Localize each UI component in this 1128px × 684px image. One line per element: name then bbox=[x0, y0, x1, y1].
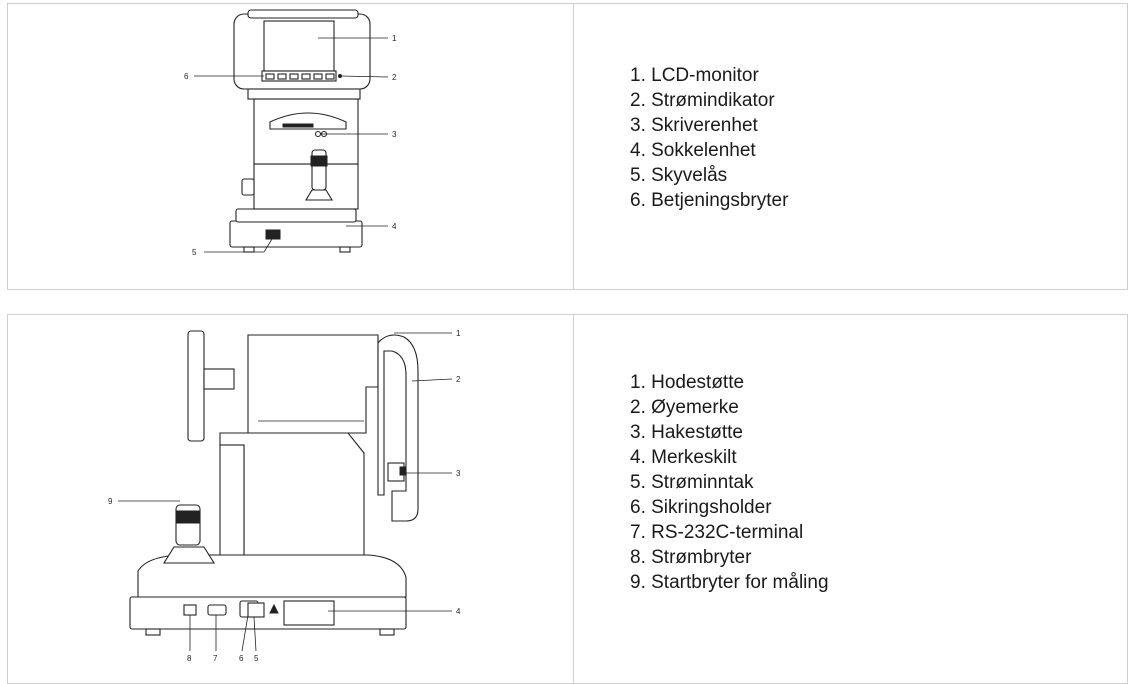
side-callout-5: 5 bbox=[254, 654, 259, 663]
lcd-screen bbox=[263, 20, 335, 72]
legend-item: 2. Øyemerke bbox=[630, 397, 739, 418]
side-view-diagram: 1 2 3 4 5 6 7 8 9 bbox=[8, 315, 573, 683]
side-callout-9: 9 bbox=[108, 497, 113, 506]
upper-housing bbox=[247, 334, 379, 434]
legend-item: 7. RS-232C-terminal bbox=[630, 522, 804, 543]
legend-item: 4. Merkeskilt bbox=[630, 447, 737, 468]
operation-button-2 bbox=[277, 73, 287, 80]
legend-item: 3. Hakestøtte bbox=[630, 422, 743, 443]
operation-button-4 bbox=[301, 73, 311, 80]
headrest-frame bbox=[377, 334, 419, 522]
side-callout-3: 3 bbox=[456, 469, 461, 478]
side-foot-right bbox=[379, 628, 395, 636]
side-callout-7: 7 bbox=[213, 654, 218, 663]
side-joystick-base bbox=[163, 546, 215, 564]
chin-rest-knob bbox=[399, 466, 407, 476]
base-unit-shape bbox=[229, 220, 363, 248]
head-neck bbox=[247, 88, 361, 100]
side-callout-line-5 bbox=[253, 616, 257, 652]
side-view-panel: 1 2 3 4 5 6 7 8 9 1. Hodestøtte 2. Øyeme… bbox=[7, 314, 1128, 684]
legend-item: 3. Skriverenhet bbox=[630, 115, 758, 136]
operation-button-3 bbox=[289, 73, 299, 80]
lower-body bbox=[253, 163, 359, 210]
side-base bbox=[129, 596, 407, 630]
printer-section bbox=[253, 98, 359, 165]
operation-button-6 bbox=[325, 73, 335, 80]
legend-item: 2. Strømindikator bbox=[630, 90, 775, 111]
legend-item: 1. Hodestøtte bbox=[630, 372, 745, 393]
side-callout-1: 1 bbox=[456, 329, 461, 338]
side-callout-8: 8 bbox=[187, 654, 192, 663]
side-knob bbox=[241, 178, 255, 196]
legend-item: 6. Betjeningsbryter bbox=[630, 190, 789, 211]
side-base-top bbox=[137, 554, 407, 598]
power-inlet bbox=[247, 602, 265, 618]
nameplate bbox=[283, 600, 335, 626]
callout-line-5b bbox=[263, 238, 273, 253]
panel-divider bbox=[573, 4, 574, 289]
legend-item: 1. LCD-monitor bbox=[630, 65, 759, 86]
power-switch bbox=[183, 604, 197, 616]
side-view-legend: 1. Hodestøtte 2. Øyemerke 3. Hakestøtte … bbox=[630, 370, 829, 595]
side-callout-line-6 bbox=[241, 614, 249, 652]
side-callout-line-2 bbox=[411, 378, 453, 382]
side-joystick-grip bbox=[175, 510, 201, 524]
front-view-legend: 1. LCD-monitor 2. Strømindikator 3. Skri… bbox=[630, 63, 788, 213]
callout-3: 3 bbox=[392, 130, 397, 139]
callout-line-2 bbox=[339, 75, 389, 78]
joystick-grip bbox=[310, 155, 328, 167]
base-foot-right bbox=[339, 246, 351, 253]
joystick-base bbox=[305, 189, 333, 201]
front-view-panel: 1 2 3 4 5 6 1. LCD-monitor 2. Strømindik… bbox=[7, 3, 1128, 290]
monitor-top-cap bbox=[247, 9, 359, 19]
legend-item: 5. Skyvelås bbox=[630, 165, 728, 186]
operation-button-1 bbox=[265, 73, 275, 80]
warning-triangle-icon bbox=[269, 603, 279, 614]
side-monitor bbox=[187, 330, 205, 442]
legend-item: 6. Sikringsholder bbox=[630, 497, 772, 518]
monitor-arm bbox=[203, 368, 235, 390]
slide-lock-knob bbox=[265, 229, 281, 240]
panel-divider bbox=[573, 315, 574, 683]
front-view-drawing: 1 2 3 4 5 6 bbox=[184, 9, 397, 257]
legend-item: 8. Strømbryter bbox=[630, 547, 752, 568]
rs232c-port bbox=[207, 604, 227, 616]
side-callout-2: 2 bbox=[456, 375, 461, 384]
callout-5: 5 bbox=[192, 248, 197, 257]
base-top-plate bbox=[235, 208, 357, 223]
side-foot-left bbox=[145, 628, 161, 636]
legend-item: 9. Startbryter for måling bbox=[630, 572, 829, 593]
front-view-diagram: 1 2 3 4 5 6 bbox=[8, 4, 573, 289]
side-callout-6: 6 bbox=[239, 654, 244, 663]
side-view-drawing: 1 2 3 4 5 6 7 8 9 bbox=[108, 329, 461, 663]
callout-4: 4 bbox=[392, 222, 397, 231]
side-callout-4: 4 bbox=[456, 607, 461, 616]
callout-2: 2 bbox=[392, 73, 397, 82]
callout-6: 6 bbox=[184, 72, 189, 81]
printer-slot bbox=[282, 123, 314, 128]
base-foot-left bbox=[243, 246, 255, 253]
operation-button-5 bbox=[313, 73, 323, 80]
callout-1: 1 bbox=[392, 34, 397, 43]
printer-button-1 bbox=[314, 130, 322, 138]
legend-item: 5. Strøminntak bbox=[630, 472, 754, 493]
legend-item: 4. Sokkelenhet bbox=[630, 140, 756, 161]
